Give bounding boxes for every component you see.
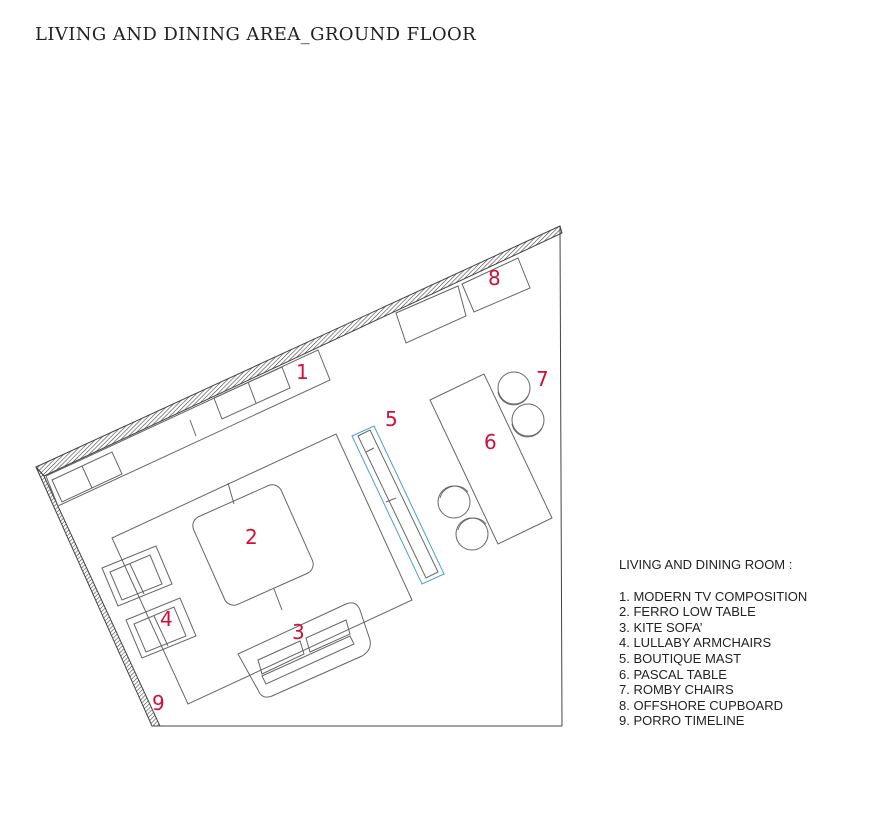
- label-6: 6: [484, 430, 497, 454]
- legend-item: 6. PASCAL TABLE: [619, 666, 727, 682]
- rug: [111, 433, 413, 705]
- legend-item: 9. PORRO TIMELINE: [619, 713, 745, 729]
- legend-item: 1. MODERN TV COMPOSITION: [619, 588, 808, 604]
- legend-item: 5. BOUTIQUE MAST: [619, 650, 742, 666]
- legend-item: 4. LULLABY ARMCHAIRS: [619, 635, 772, 651]
- legend-list: 1. MODERN TV COMPOSITION 2. FERRO LOW TA…: [619, 589, 807, 729]
- legend-item: 7. ROMBY CHAIRS: [619, 682, 734, 698]
- boutique-mast: [351, 425, 445, 585]
- legend-item: 8. OFFSHORE CUPBOARD: [619, 697, 783, 713]
- low-table: [192, 482, 314, 611]
- legend-item: 3. KITE SOFA’: [619, 619, 703, 635]
- armchairs: [101, 545, 197, 659]
- legend-item: 2. FERRO LOW TABLE: [619, 604, 756, 620]
- legend: LIVING AND DINING ROOM : 1. MODERN TV CO…: [619, 557, 807, 729]
- label-5: 5: [385, 407, 398, 431]
- sofa: [237, 602, 371, 698]
- dining-chairs: [437, 371, 545, 551]
- room-outline: [35, 225, 563, 727]
- label-4: 4: [160, 607, 173, 631]
- label-1: 1: [296, 360, 309, 384]
- label-7: 7: [536, 367, 549, 391]
- dining-table: [429, 373, 553, 545]
- tv-composition: [45, 349, 331, 507]
- label-9: 9: [152, 691, 165, 715]
- label-8: 8: [488, 266, 501, 290]
- cupboards: [395, 257, 531, 344]
- label-2: 2: [245, 525, 258, 549]
- drawing-title: LIVING AND DINING AREA_GROUND FLOOR: [35, 24, 477, 45]
- plan-labels: 1 2 3 4 5 6 7 8 9: [152, 266, 549, 715]
- label-3: 3: [292, 620, 305, 644]
- legend-heading: LIVING AND DINING ROOM :: [619, 557, 793, 572]
